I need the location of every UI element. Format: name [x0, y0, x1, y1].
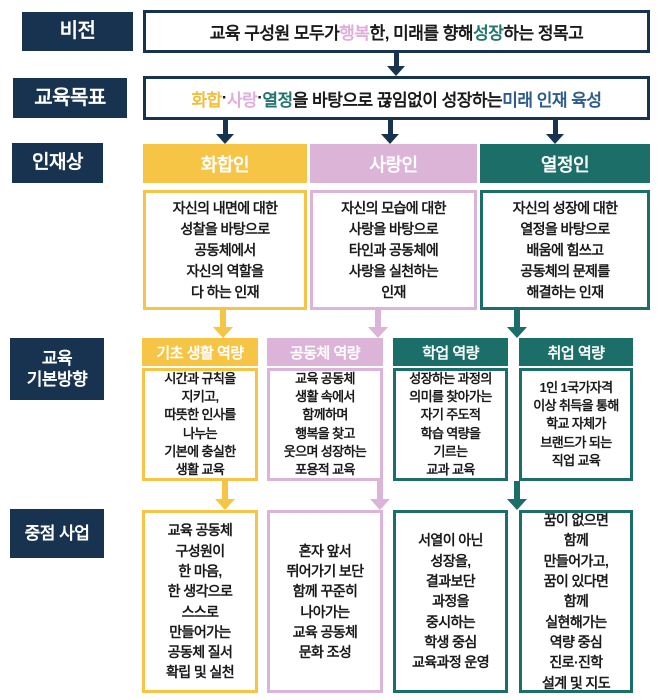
talent-desc-yeoljeong: 자신의 성장에 대한 열정을 바탕으로 배움에 힘쓰고 공동체의 문제를 해결하…	[480, 190, 650, 310]
down-arrow-icon	[381, 120, 399, 144]
project-box-student-centered-curriculum: 서열이 아닌 성장을, 결과보단 과정을 중시하는 학생 중심 교육과정 운영	[393, 510, 508, 693]
direction-desc-academic: 성장하는 과정의 의미를 찾아가는 자기 주도적 학습 역량을 기르는 교과 교…	[393, 368, 508, 481]
direction-header-community: 공동체 역량	[267, 338, 383, 366]
talent-header-hwahap: 화합인	[143, 144, 307, 183]
goal-label: 교육목표	[13, 78, 127, 118]
talent-header-yeoljeong: 열정인	[480, 144, 650, 183]
project-box-community-culture: 혼자 앞서 뛰어가기 보단 함께 꾸준히 나아가는 교육 공동체 문화 조성	[267, 510, 383, 693]
down-arrow-icon	[370, 481, 390, 510]
direction-desc-community: 교육 공동체 생활 속에서 함께하며 행복을 찾고 웃으며 성장하는 포용적 교…	[267, 368, 383, 481]
projects-label: 중점 사업	[10, 509, 104, 558]
talent-desc-sarang: 자신의 모습에 대한 사랑을 바탕으로 타인과 공동체에 사랑을 실천하는 인재	[310, 190, 477, 310]
talent-header-sarang: 사랑인	[310, 144, 477, 183]
down-arrow-icon	[368, 310, 388, 338]
down-arrow-icon	[216, 120, 234, 144]
direction-label: 교육 기본방향	[10, 338, 104, 400]
talent-label: 인재상	[12, 143, 103, 183]
direction-header-academic: 학업 역량	[393, 338, 508, 366]
talent-desc-hwahap: 자신의 내면에 대한 성찰을 바탕으로 공동체에서 자신의 역할을 다 하는 인…	[143, 190, 307, 310]
down-arrow-icon	[507, 481, 527, 510]
direction-header-basic-life: 기초 생활 역량	[142, 338, 258, 366]
down-arrow-icon	[546, 120, 564, 144]
project-box-community-order: 교육 공동체 구성원이 한 마음, 한 생각으로 스스로 만들어가는 공동체 질…	[142, 510, 258, 693]
project-box-career-guidance: 꿈이 없으면 함께 만들어가고, 꿈이 있다면 함께 실현해가는 역량 중심 진…	[519, 510, 633, 693]
vision-label: 비전	[22, 12, 133, 51]
down-arrow-icon	[213, 310, 233, 338]
down-arrow-icon	[507, 310, 527, 338]
down-arrow-icon	[387, 53, 405, 76]
direction-desc-basic-life: 시간과 규칙을 지키고, 따뜻한 인사를 나누는 기본에 충실한 생활 교육	[142, 368, 258, 481]
direction-header-employment: 취업 역량	[519, 338, 633, 366]
down-arrow-icon	[215, 481, 235, 510]
direction-desc-employment: 1인 1국가자격 이상 취득을 통해 학교 자체가 브랜드가 되는 직업 교육	[519, 368, 633, 481]
